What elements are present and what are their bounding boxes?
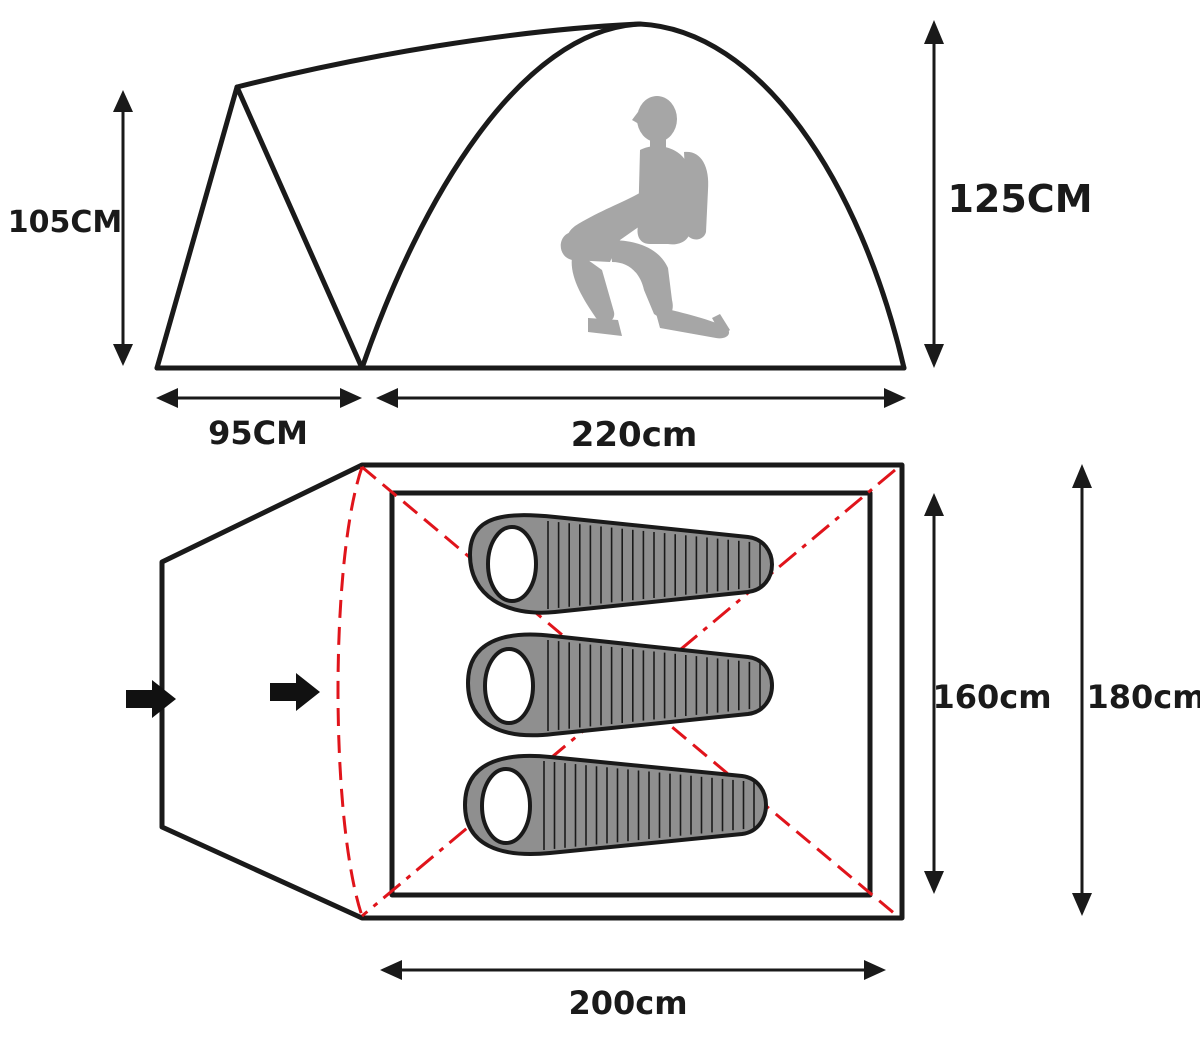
fly-ridge-line [234,21,643,90]
outer-width-label: 180cm [1086,678,1200,716]
side-view: 105CM 125CM 95CM 220cm [8,20,1093,455]
door-pole-line [336,466,364,917]
vestibule-outline [154,84,365,371]
inner-width-dimension: 160cm [924,493,1052,894]
vestibule-height-label: 105CM [8,205,123,240]
right-arrow-icon [126,680,176,718]
floor-length-label: 200cm [568,984,687,1022]
sleeping-bag-icon [467,513,774,615]
inner-dome-outline [359,21,907,371]
inner-length-label: 220cm [571,415,698,455]
fly-footprint-outline [159,462,905,921]
inner-height-label: 125CM [947,177,1092,221]
sleeping-bag-icon [462,753,768,856]
outer-width-dimension: 180cm [1072,464,1200,916]
pole-diagonal-a [361,465,896,916]
inner-length-dimension: 220cm [376,388,906,455]
inner-height-dimension: 125CM [924,20,1093,368]
right-arrow-icon [270,673,320,711]
top-view: 160cm 180cm 200cm [126,462,1200,1022]
sleeping-bag-icon [465,632,774,738]
vestibule-length-label: 95CM [208,414,308,452]
inner-width-label: 160cm [932,678,1051,716]
vestibule-height-dimension: 105CM [8,90,133,366]
floor-length-dimension: 200cm [380,960,886,1022]
vestibule-length-dimension: 95CM [156,388,362,452]
kneeling-person-icon [560,96,730,339]
inner-tent-floor [389,490,873,898]
